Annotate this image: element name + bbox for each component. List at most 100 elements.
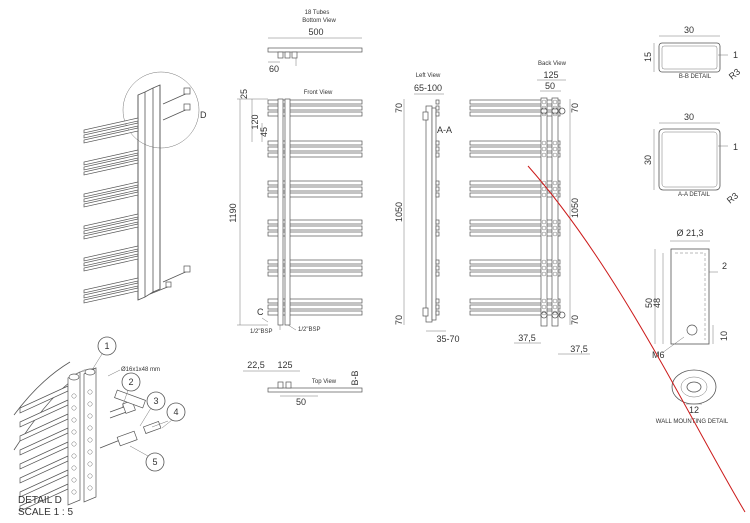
back-hole	[552, 99, 558, 105]
back-hole	[541, 99, 547, 105]
wm-10: 10	[719, 331, 729, 341]
callout-5	[145, 452, 165, 472]
detail-d-circle	[122, 71, 200, 149]
detail-holes	[71, 389, 93, 495]
iso-tube	[83, 213, 139, 230]
dim-65-100: 65-100	[414, 83, 442, 93]
back-tube	[469, 152, 561, 158]
iso-tubes	[83, 117, 139, 304]
back-hole	[541, 304, 547, 310]
iso-tube	[83, 245, 139, 262]
iso-tube	[83, 186, 139, 203]
dim-1190: 1190	[228, 203, 238, 222]
back-hole	[552, 219, 558, 225]
bb-detail-title: B-B DETAIL	[679, 74, 712, 80]
callout-2	[121, 372, 141, 392]
back-hole	[541, 192, 547, 198]
back-hole	[541, 225, 547, 231]
iso-tube	[83, 127, 139, 144]
left-view: Left View 65-100 A-A 70 1050 70 35-70	[394, 73, 460, 344]
bsp-right: 1/2"BSP	[298, 327, 320, 333]
back-tube	[469, 111, 561, 117]
back-hole	[552, 111, 558, 117]
dim-70-back-top: 70	[570, 103, 580, 113]
back-tube	[469, 259, 561, 265]
dim-70-left-bot: 70	[394, 315, 404, 325]
detail-hole	[87, 401, 93, 407]
back-bracket-hole	[558, 107, 566, 115]
front-tube	[267, 265, 363, 271]
wm-height-50: 50	[644, 298, 654, 308]
back-hole	[552, 140, 558, 146]
detail-hole	[87, 437, 93, 443]
bsp-left: 1/2"BSP	[250, 329, 272, 335]
detail-hole	[87, 413, 93, 419]
dim-125-back: 125	[543, 70, 558, 80]
front-tube	[267, 271, 363, 277]
front-tube	[267, 99, 363, 105]
left-stub	[435, 265, 440, 271]
iso-tube	[83, 287, 139, 304]
iso-rails	[137, 84, 161, 301]
svg-text:3: 3	[153, 396, 158, 406]
detail-hole	[71, 453, 77, 459]
front-tube	[267, 152, 363, 158]
back-tube	[469, 271, 561, 277]
callout-3	[146, 391, 166, 411]
dim-37-5-right: 37,5	[570, 344, 588, 354]
detail-tube	[19, 427, 69, 456]
iso-tube	[83, 181, 139, 198]
back-hole	[541, 265, 547, 271]
front-tube	[267, 231, 363, 237]
detail-tube	[19, 413, 69, 442]
dim-120: 120	[250, 114, 260, 129]
wm-detail-title: WALL MOUNTING DETAIL	[656, 419, 729, 425]
dim-70-left-top: 70	[394, 103, 404, 113]
back-view: Back View 125 50 70 1050 70 37,5 37,5	[469, 61, 590, 355]
back-tube	[469, 219, 561, 225]
front-tube	[267, 192, 363, 198]
dim-35-70: 35-70	[436, 334, 459, 344]
back-hole	[541, 271, 547, 277]
screw-spec: Ø16x1x48 mm	[121, 367, 160, 373]
dim-50-back: 50	[545, 81, 555, 91]
back-hole	[541, 140, 547, 146]
back-hole	[552, 152, 558, 158]
back-hole	[552, 146, 558, 152]
back-view-title: Back View	[538, 61, 567, 67]
back-tube	[469, 105, 561, 111]
detail-hole	[87, 461, 93, 467]
left-stub	[435, 259, 440, 265]
left-stub	[435, 231, 440, 237]
back-hole	[552, 304, 558, 310]
front-tube	[267, 310, 363, 316]
left-view-title: Left View	[416, 73, 441, 79]
iso-tube	[83, 255, 139, 272]
front-tube	[267, 111, 363, 117]
dim-22-5: 22,5	[247, 360, 265, 370]
front-tube	[267, 146, 363, 152]
iso-tube	[83, 159, 139, 176]
back-bracket-hole	[558, 311, 566, 319]
aa-height-30: 30	[643, 155, 653, 165]
back-tube	[469, 265, 561, 271]
dim-37-5-left: 37,5	[518, 333, 536, 343]
detail-hole	[71, 429, 77, 435]
back-tubes	[469, 99, 561, 316]
front-tube	[267, 140, 363, 146]
wm-wall-2: 2	[722, 261, 727, 271]
back-hole	[541, 298, 547, 304]
detail-d-title: DETAIL D	[18, 495, 62, 506]
svg-text:1: 1	[104, 341, 109, 351]
wm-thread: M6	[652, 350, 665, 360]
front-tubes	[267, 99, 363, 316]
back-bracket-hole	[540, 311, 548, 319]
dim-1050-left: 1050	[394, 202, 404, 222]
dim-60: 60	[269, 64, 279, 74]
callout-4	[166, 402, 186, 422]
back-tube	[469, 231, 561, 237]
back-hole	[552, 180, 558, 186]
left-stub	[435, 225, 440, 231]
left-stub	[435, 219, 440, 225]
dim-125-top: 125	[277, 360, 292, 370]
